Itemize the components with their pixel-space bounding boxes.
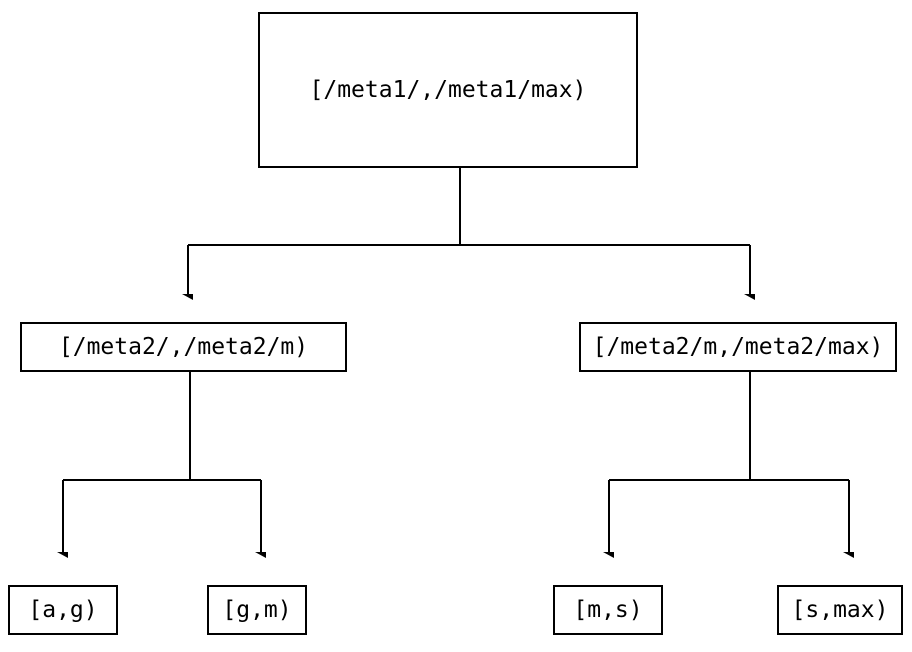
tree-node-leaf-2[interactable]: [m,s)	[553, 585, 663, 635]
tree-node-root-label: [/meta1/,/meta1/max)	[309, 76, 587, 103]
tree-node-mid-right-label: [/meta2/m,/meta2/max)	[592, 333, 884, 360]
tree-node-leaf-2-label: [m,s)	[573, 596, 643, 623]
tree-node-leaf-3-label: [s,max)	[791, 596, 889, 623]
tree-node-leaf-1[interactable]: [g,m)	[207, 585, 307, 635]
tree-node-leaf-3[interactable]: [s,max)	[777, 585, 903, 635]
tree-node-root[interactable]: [/meta1/,/meta1/max)	[258, 12, 638, 168]
tree-node-mid-right[interactable]: [/meta2/m,/meta2/max)	[579, 322, 897, 372]
tree-node-mid-left[interactable]: [/meta2/,/meta2/m)	[20, 322, 347, 372]
tree-node-leaf-0-label: [a,g)	[28, 596, 98, 623]
tree-node-leaf-1-label: [g,m)	[222, 596, 292, 623]
tree-node-mid-left-label: [/meta2/,/meta2/m)	[58, 333, 309, 360]
tree-node-leaf-0[interactable]: [a,g)	[8, 585, 118, 635]
